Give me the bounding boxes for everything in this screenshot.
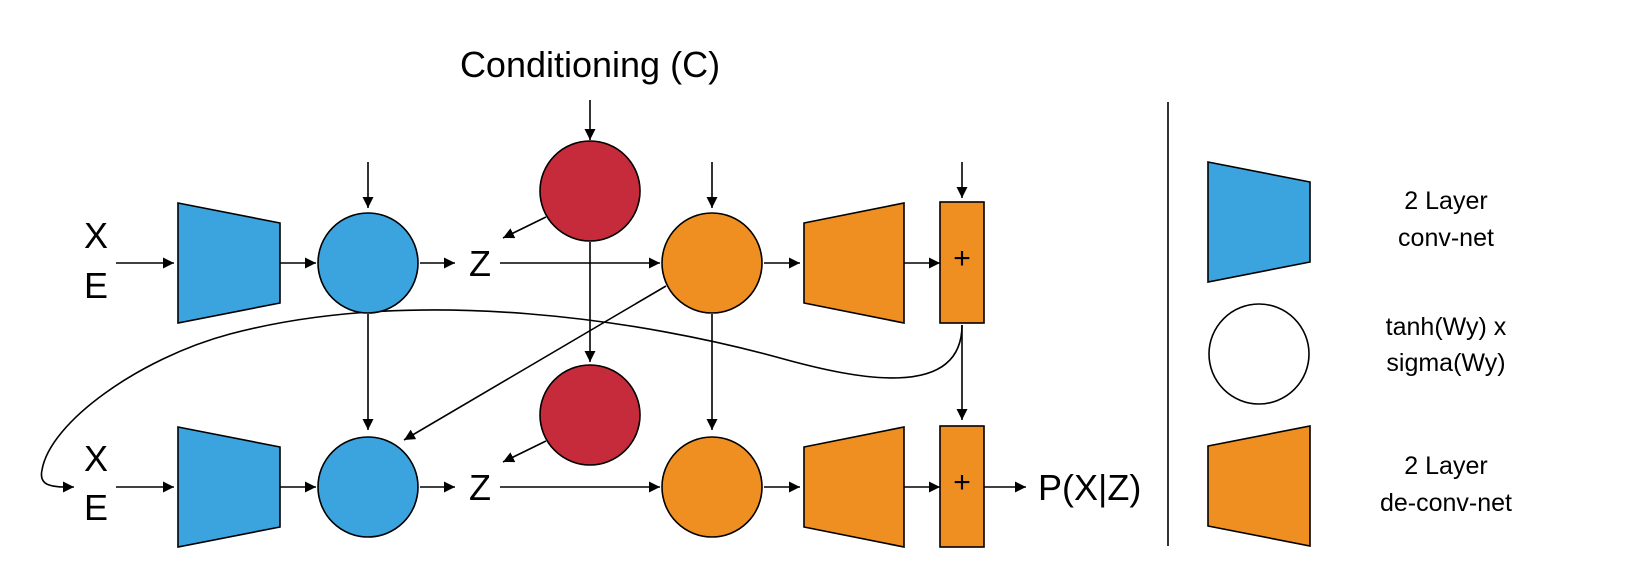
row2-sum-block [939,425,985,548]
legend-deconv-net-swatch [1207,425,1311,547]
legend-deconv-net-line1: 2 Layer [1404,452,1487,480]
row2-conditioning-node [539,364,641,466]
diagram-title: Conditioning (C) [460,44,720,85]
edge-red1-to-z1 [502,216,547,239]
legend-gate-swatch [1208,303,1310,405]
row-1: X E Z + [84,140,985,324]
row2-output-label: P(X|Z) [1038,467,1141,508]
row2-input-e: E [84,487,108,528]
legend: 2 Layer conv-net tanh(Wy) x sigma(Wy) 2 … [1207,161,1512,547]
row2-input-x: X [84,438,108,479]
row2-gate-orange [661,436,763,538]
edge-red2-to-z2 [502,440,547,463]
row1-input-e: E [84,265,108,306]
row1-deconv-net [803,202,905,324]
row1-conditioning-node [539,140,641,242]
row1-gate-orange [661,212,763,314]
row-2: X E Z + P(X|Z) [84,364,1141,548]
row1-conv-net [177,202,281,324]
row1-sum-symbol: + [953,242,971,275]
edge-sum1-feedback-to-xe2 [40,309,963,493]
row2-latent-z: Z [469,467,491,508]
legend-gate-line1: tanh(Wy) x [1386,313,1507,341]
row2-deconv-net [803,426,905,548]
row1-sum-block [939,201,985,324]
legend-deconv-net-line2: de-conv-net [1380,489,1512,517]
row2-conv-net [177,426,281,548]
row1-gate-blue [317,212,419,314]
row2-gate-blue [317,436,419,538]
legend-conv-net-line2: conv-net [1398,224,1494,252]
legend-gate-line2: sigma(Wy) [1386,349,1505,377]
edge-orange1-to-gate2 [403,285,667,441]
edges [40,100,1026,493]
legend-conv-net-swatch [1207,161,1311,283]
legend-conv-net-line1: 2 Layer [1404,187,1487,215]
row1-latent-z: Z [469,243,491,284]
row2-sum-symbol: + [953,466,971,499]
row1-input-x: X [84,215,108,256]
